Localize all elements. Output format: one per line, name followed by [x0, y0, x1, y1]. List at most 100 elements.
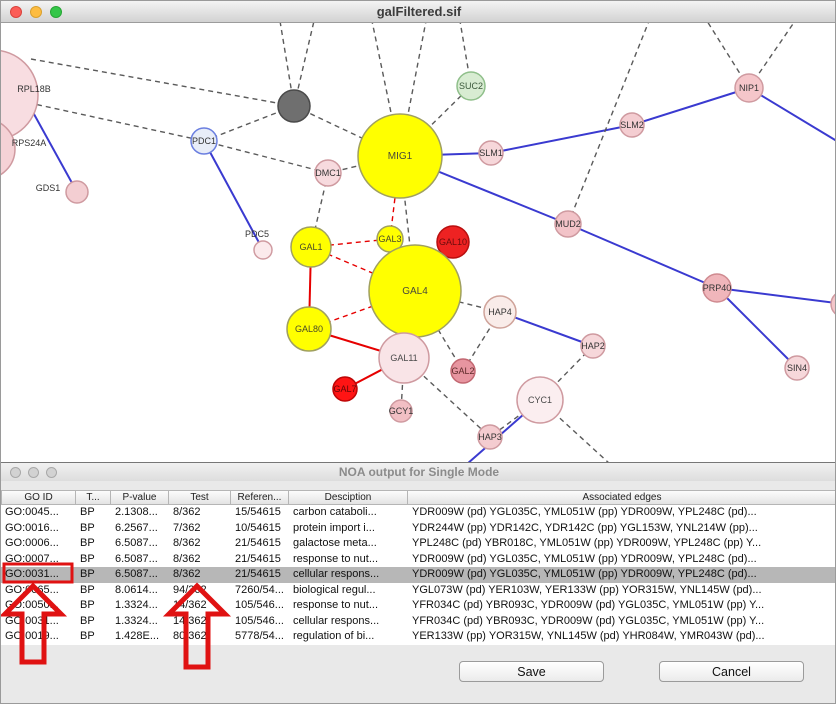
node-label: RPS24A: [12, 138, 47, 148]
network-edge[interactable]: [293, 105, 401, 157]
table-cell-associated_edges: YDR009W (pd) YGL035C, YML051W (pp) YDR00…: [412, 552, 757, 565]
network-edge[interactable]: [567, 23, 649, 225]
network-edge[interactable]: [293, 23, 315, 107]
node-SLM1[interactable]: [478, 140, 504, 166]
table-cell-reference: 7260/54...: [235, 583, 284, 596]
column-header-p_value[interactable]: P-value: [111, 490, 169, 505]
node-label: GCY1: [389, 406, 414, 416]
node-SIN4[interactable]: [784, 355, 810, 381]
table-cell-description: cellular respons...: [293, 614, 380, 627]
node-GDS1[interactable]: [65, 180, 89, 204]
node-SLM2[interactable]: [619, 112, 645, 138]
zoom-button[interactable]: [46, 467, 57, 478]
node-HAP4[interactable]: [483, 295, 517, 329]
noa-window-title: NOA output for Single Mode: [338, 465, 500, 479]
close-button[interactable]: [10, 6, 22, 18]
node-GAL7[interactable]: [332, 376, 358, 402]
table-cell-associated_edges: YDR009W (pd) YGL035C, YML051W (pp) YDR00…: [412, 506, 757, 518]
table-cell-go_id: GO:0007...: [5, 552, 59, 565]
minimize-button[interactable]: [28, 467, 39, 478]
table-cell-reference: 15/54615: [235, 506, 281, 518]
node-GRAY1[interactable]: [277, 89, 311, 123]
table-cell-description: regulation of bi...: [293, 630, 375, 642]
node-label: GAL3: [378, 234, 401, 244]
node-GAL10[interactable]: [436, 225, 470, 259]
network-edge[interactable]: [203, 140, 329, 174]
table-cell-test: 8/362: [173, 552, 201, 565]
network-edge[interactable]: [490, 124, 633, 154]
node-PRP40[interactable]: [702, 273, 732, 303]
table-cell-reference: 105/546...: [235, 614, 284, 627]
table-cell-type: BP: [80, 630, 95, 642]
network-window-titlebar[interactable]: galFiltered.sif: [1, 1, 835, 23]
node-RPL18B[interactable]: [1, 49, 39, 141]
network-edge[interactable]: [748, 87, 836, 143]
network-edge[interactable]: [203, 140, 264, 251]
table-cell-description: carbon cataboli...: [293, 506, 377, 518]
node-label: RPL18B: [17, 84, 51, 94]
column-header-associated_edges[interactable]: Associated edges: [408, 490, 835, 505]
node-CYC1[interactable]: [516, 376, 564, 424]
node-label: HAP2: [581, 341, 605, 351]
column-header-description[interactable]: Desciption: [289, 490, 408, 505]
table-cell-go_id: GO:0016...: [5, 521, 59, 534]
table-cell-type: BP: [80, 537, 95, 549]
network-edge[interactable]: [716, 287, 836, 304]
column-header-reference[interactable]: Referen...: [231, 490, 289, 505]
node-SUC2[interactable]: [456, 71, 486, 101]
node-HAP3[interactable]: [477, 424, 503, 450]
column-header-test[interactable]: Test: [169, 490, 231, 505]
node-GAL11[interactable]: [378, 332, 430, 384]
network-edge[interactable]: [716, 287, 798, 369]
table-cell-test: 14/362: [173, 599, 207, 611]
table-cell-test: 80/362: [173, 630, 207, 642]
save-button[interactable]: Save: [459, 661, 604, 682]
node-GAL80[interactable]: [286, 306, 332, 352]
table-cell-p_value: 8.0614...: [115, 583, 158, 596]
table-cell-test: 8/362: [173, 537, 201, 549]
node-NIP1[interactable]: [734, 73, 764, 103]
node-HAP2[interactable]: [580, 333, 606, 359]
node-MUD2[interactable]: [554, 210, 582, 238]
network-edge[interactable]: [203, 105, 295, 142]
network-edge[interactable]: [567, 223, 718, 289]
column-header-type[interactable]: T...: [76, 490, 111, 505]
node-PDC5[interactable]: [253, 240, 273, 260]
node-GCY1[interactable]: [389, 399, 413, 423]
node-DMC1[interactable]: [314, 159, 342, 187]
node-PDC1[interactable]: [190, 127, 218, 155]
network-edge[interactable]: [539, 399, 610, 462]
noa-window-titlebar[interactable]: NOA output for Single Mode: [1, 463, 835, 481]
column-header-go_id[interactable]: GO ID: [1, 490, 76, 505]
network-edge[interactable]: [389, 155, 401, 240]
network-edge[interactable]: [631, 87, 750, 126]
node-GAL1[interactable]: [290, 226, 332, 268]
table-cell-p_value: 2.1308...: [115, 506, 158, 518]
node-EDGE1[interactable]: [830, 291, 836, 317]
table-cell-type: BP: [80, 614, 95, 627]
minimize-button[interactable]: [30, 6, 42, 18]
node-label: NIP1: [739, 83, 759, 93]
zoom-button[interactable]: [50, 6, 62, 18]
node-RPS24A[interactable]: [1, 119, 16, 179]
cancel-button[interactable]: Cancel: [659, 661, 804, 682]
close-button[interactable]: [10, 467, 21, 478]
node-MIG1[interactable]: [357, 113, 443, 199]
table-cell-test: 7/362: [173, 521, 201, 534]
table-cell-go_id: GO:0050...: [5, 599, 59, 611]
table-cell-type: BP: [80, 599, 95, 611]
node-GAL2[interactable]: [450, 358, 476, 384]
network-edge[interactable]: [399, 85, 472, 157]
table-cell-associated_edges: YGL073W (pd) YER103W, YER133W (pp) YOR31…: [412, 583, 762, 596]
network-edge[interactable]: [30, 58, 295, 107]
network-canvas[interactable]: RPL18BRPS24AGDS1PDC1MIG1SUC2SLM1SLM2NIP1…: [1, 23, 836, 462]
